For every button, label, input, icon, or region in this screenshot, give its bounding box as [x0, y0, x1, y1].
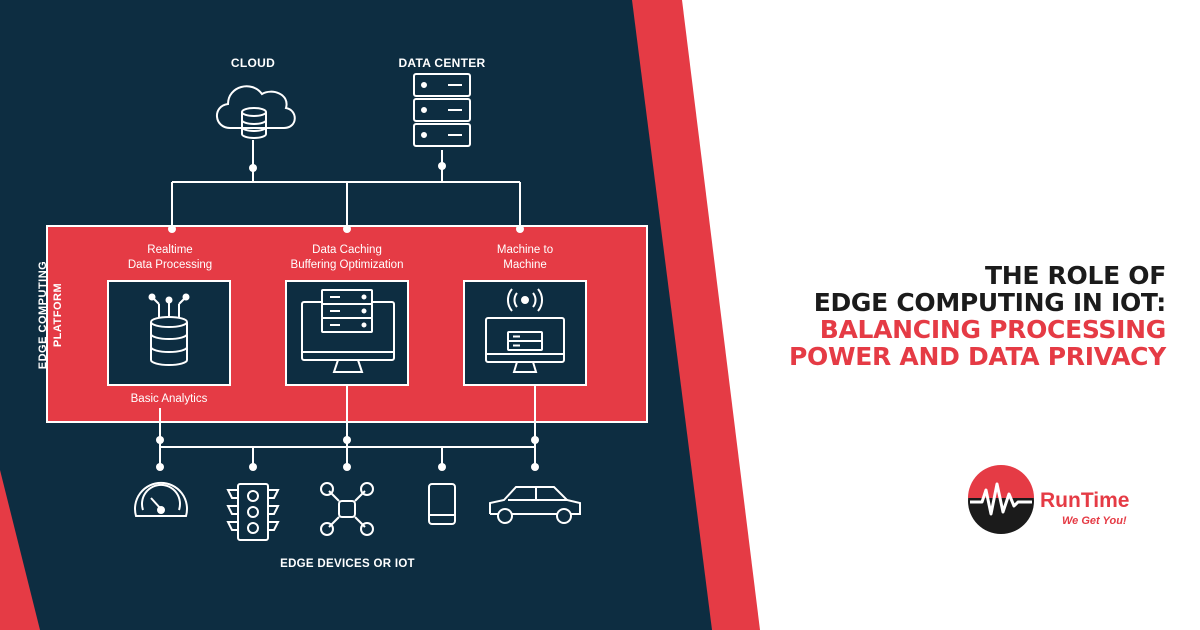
headline-line-4: POWER AND DATA PRIVACY [789, 342, 1166, 371]
headline-line-2: EDGE COMPUTING IN IOT: [813, 288, 1167, 317]
database-circuit-icon [148, 293, 190, 366]
cloud-database-icon [216, 85, 296, 139]
runtime-logo-mark [968, 465, 1034, 534]
gauge-icon [134, 481, 188, 517]
service-label-realtime: Realtime Data Processing [127, 244, 213, 271]
logo-name: RunTime [1040, 489, 1130, 512]
headline: THE ROLE OF EDGE COMPUTING IN IOT: BALAN… [746, 262, 1166, 370]
server-monitor-icon [301, 289, 395, 373]
service-label-m2m: Machine to Machine [496, 244, 554, 271]
data-center-label: DATA CENTER [398, 56, 486, 70]
server-rack-icon [413, 73, 471, 147]
headline-line-3: BALANCING PROCESSING [819, 315, 1167, 344]
service-label-caching: Data Caching Buffering Optimization [290, 244, 404, 271]
logo-tagline: We Get You! [1062, 515, 1127, 527]
traffic-light-icon [226, 483, 280, 541]
drone-icon [320, 482, 374, 536]
platform-vertical-label: EDGE COMPUTING PLATFORM [37, 260, 64, 370]
wireless-monitor-icon [485, 288, 565, 373]
car-icon [489, 486, 581, 524]
cloud-label: CLOUD [230, 56, 276, 70]
smartphone-icon [428, 483, 456, 525]
edge-devices-label: EDGE DEVICES OR IOT [280, 558, 415, 570]
basic-analytics-label: Basic Analytics [130, 393, 208, 405]
headline-line-1: THE ROLE OF [984, 261, 1166, 290]
